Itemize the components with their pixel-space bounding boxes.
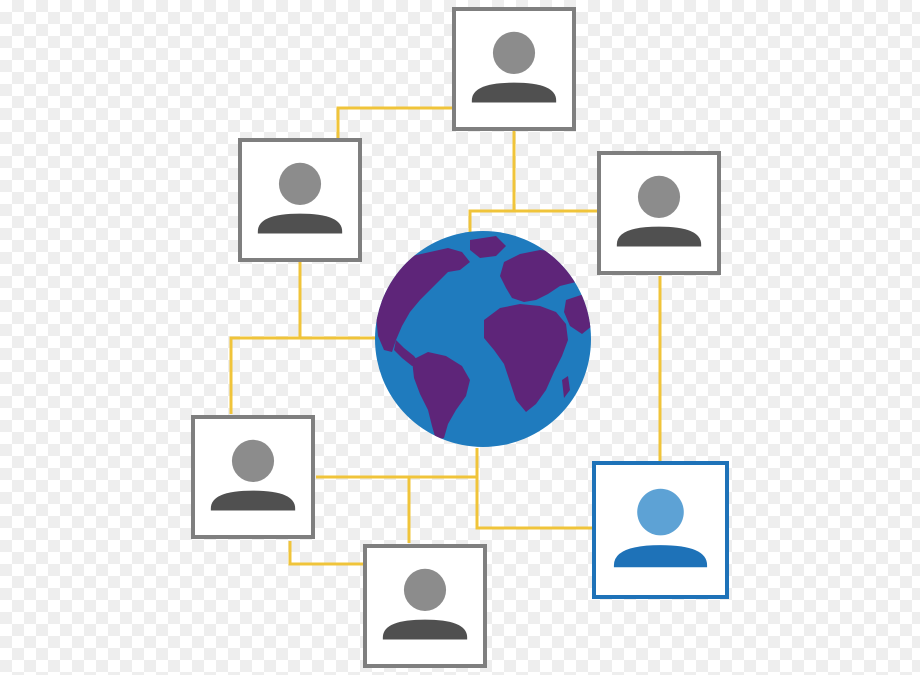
person-top-box (452, 7, 576, 131)
connector-lower-left-to-bottom (288, 541, 363, 566)
person-head (231, 439, 275, 482)
person-icon (382, 568, 468, 640)
connector-upper-left-to-globe (298, 262, 378, 340)
person-body (210, 490, 296, 511)
continent-greenland (470, 236, 506, 258)
person-head (637, 175, 681, 218)
continent-africa (484, 304, 568, 412)
person-lower-right-box (592, 461, 729, 599)
person-icon (257, 162, 343, 234)
globe-icon (375, 231, 591, 447)
connector-top-to-upper-right (512, 131, 597, 213)
person-body (613, 545, 708, 568)
person-bottom-box (363, 544, 487, 668)
person-icon (613, 488, 708, 568)
person-body (471, 82, 557, 103)
person-head (278, 162, 322, 205)
person-head (637, 488, 684, 536)
person-icon (616, 175, 702, 247)
person-upper-left-box (238, 138, 362, 262)
person-nodes (191, 7, 729, 668)
connector-lower-left-to-globe (229, 336, 300, 414)
connector-globe-top (468, 209, 514, 240)
continent-south-america (412, 352, 470, 440)
connectors (229, 106, 662, 566)
person-body (616, 226, 702, 247)
person-head (492, 31, 536, 74)
person-upper-right-box (597, 151, 721, 275)
continent-madagascar (562, 376, 570, 398)
continent-north-america (376, 248, 470, 352)
person-icon (210, 439, 296, 511)
connector-top-to-upper-left (336, 106, 452, 138)
person-body (382, 619, 468, 640)
person-lower-left-box (191, 415, 315, 539)
connector-lower-left-to-lower-right (316, 475, 592, 530)
person-body (257, 213, 343, 234)
person-head (403, 568, 447, 611)
person-icon (471, 31, 557, 103)
